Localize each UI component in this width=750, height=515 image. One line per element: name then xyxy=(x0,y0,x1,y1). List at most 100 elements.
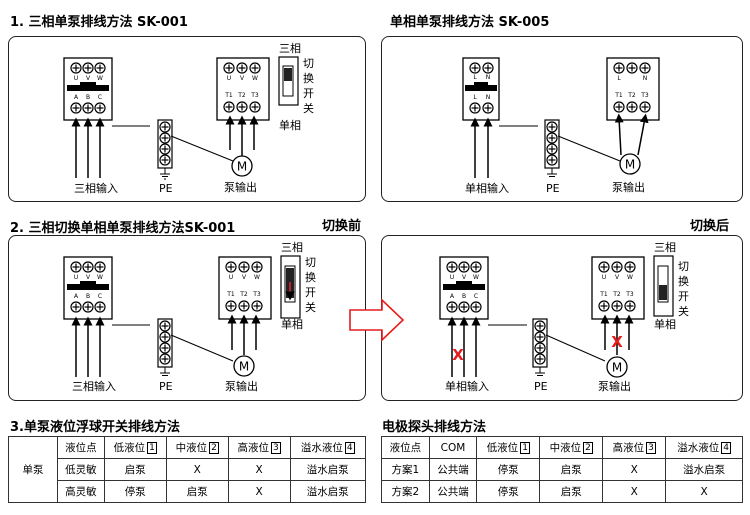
svg-text:N: N xyxy=(486,74,491,81)
motor-icon xyxy=(606,356,628,378)
svg-text:U: U xyxy=(229,274,233,281)
svg-text:V: V xyxy=(240,75,245,82)
svg-text:关: 关 xyxy=(305,300,316,314)
svg-text:C: C xyxy=(474,293,478,300)
svg-text:L: L xyxy=(473,94,477,101)
svg-text:三相: 三相 xyxy=(281,241,303,254)
svg-text:U: U xyxy=(602,274,606,281)
svg-text:W: W xyxy=(252,75,258,82)
panel1-group: U V W A B C 三相输入 PE U V W T1 T2 T3 xyxy=(63,42,314,195)
svg-text:U: U xyxy=(450,274,454,281)
svg-text:W: W xyxy=(627,274,633,281)
svg-text:A: A xyxy=(74,94,79,101)
wiring-diagrams: U V W A B C 三相输入 PE U V W T1 T2 T3 xyxy=(63,42,689,393)
motor-icon xyxy=(231,155,253,177)
svg-text:W: W xyxy=(473,274,479,281)
svg-text:A: A xyxy=(450,293,455,300)
svg-text:N: N xyxy=(643,75,648,82)
svg-text:单相输入: 单相输入 xyxy=(445,379,489,393)
svg-text:PE: PE xyxy=(534,380,548,393)
svg-text:T3: T3 xyxy=(640,92,649,99)
svg-text:T3: T3 xyxy=(252,291,261,298)
svg-text:T2: T2 xyxy=(239,291,248,298)
svg-text:T1: T1 xyxy=(226,291,235,298)
svg-text:V: V xyxy=(86,75,91,82)
svg-text:单相: 单相 xyxy=(654,318,676,331)
svg-text:三相: 三相 xyxy=(654,241,676,254)
svg-text:T3: T3 xyxy=(250,92,259,99)
svg-text:V: V xyxy=(462,274,467,281)
svg-text:泵输出: 泵输出 xyxy=(612,180,645,194)
motor-icon xyxy=(619,153,641,175)
table-header-cell: COM xyxy=(428,436,478,459)
svg-text:关: 关 xyxy=(303,101,314,115)
section-title-electrode: 电极探头排线方法 xyxy=(382,420,487,435)
panel3-group: U V W A B C 三相输入 PE U V W T1 T2 T3 M 泵输出 xyxy=(63,241,316,393)
svg-text:U: U xyxy=(74,274,78,281)
svg-text:三相输入: 三相输入 xyxy=(72,379,116,393)
svg-text:W: W xyxy=(254,274,260,281)
svg-text:切: 切 xyxy=(303,57,314,70)
svg-text:换: 换 xyxy=(678,274,689,288)
cross-mark-icon: X xyxy=(452,346,464,364)
svg-text:N: N xyxy=(486,94,491,101)
label-pe: PE xyxy=(159,182,173,195)
svg-text:W: W xyxy=(97,75,103,82)
svg-text:V: V xyxy=(615,274,620,281)
svg-text:单相: 单相 xyxy=(281,318,303,331)
svg-text:C: C xyxy=(98,293,102,300)
svg-text:T3: T3 xyxy=(625,291,634,298)
svg-text:A: A xyxy=(74,293,79,300)
svg-text:T1: T1 xyxy=(599,291,608,298)
svg-text:开: 开 xyxy=(678,290,689,303)
svg-text:T1: T1 xyxy=(614,92,623,99)
svg-text:M: M xyxy=(625,158,635,172)
svg-text:泵输出: 泵输出 xyxy=(598,379,631,393)
svg-text:泵输出: 泵输出 xyxy=(225,379,258,393)
svg-text:三相: 三相 xyxy=(279,42,301,55)
svg-text:T1: T1 xyxy=(224,92,233,99)
svg-text:PE: PE xyxy=(159,380,173,393)
label-pump-output: 泵输出 xyxy=(224,180,257,194)
label-after-switch: 切换后 xyxy=(690,219,730,234)
svg-text:T2: T2 xyxy=(627,92,636,99)
table-header-cell: 液位点 xyxy=(381,436,430,459)
transition-arrow-icon xyxy=(349,298,405,342)
svg-text:V: V xyxy=(242,274,247,281)
table-row: 低灵敏 启泵 X X 溢水启泵 xyxy=(9,458,367,481)
svg-text:L: L xyxy=(617,75,621,82)
svg-text:T2: T2 xyxy=(237,92,246,99)
svg-text:切: 切 xyxy=(305,256,316,269)
svg-text:L: L xyxy=(473,74,477,81)
cross-mark-icon: X xyxy=(611,333,623,351)
panel-single-phase xyxy=(381,36,743,202)
svg-text:B: B xyxy=(86,94,90,101)
svg-text:切: 切 xyxy=(678,260,689,273)
svg-text:PE: PE xyxy=(546,182,560,195)
svg-text:换: 换 xyxy=(303,71,314,85)
label-single-phase-input: 单相输入 xyxy=(465,181,509,195)
table-row: 方案2 公共端 停泵 启泵 X X xyxy=(381,480,743,503)
label-before-switch: 切换前 xyxy=(322,219,362,234)
svg-text:M: M xyxy=(612,361,622,375)
label-three-phase-input: 三相输入 xyxy=(74,181,118,195)
table-row-header: 单泵 xyxy=(8,436,58,503)
table-row: 方案1 公共端 停泵 启泵 X 溢水启泵 xyxy=(381,458,743,481)
svg-text:T2: T2 xyxy=(612,291,621,298)
table-header-cell: 液位点 xyxy=(57,436,105,459)
table-row: 高灵敏 停泵 启泵 X 溢水启泵 xyxy=(9,480,367,503)
svg-text:B: B xyxy=(462,293,466,300)
svg-text:C: C xyxy=(98,94,102,101)
section-title-three-phase: 1. 三相单泵排线方法 SK-001 xyxy=(10,15,188,30)
svg-text:B: B xyxy=(86,293,90,300)
svg-text:M: M xyxy=(239,360,249,374)
svg-text:开: 开 xyxy=(303,87,314,100)
